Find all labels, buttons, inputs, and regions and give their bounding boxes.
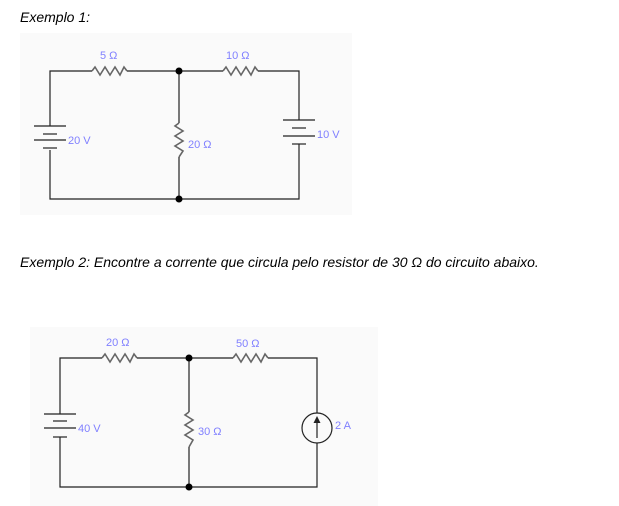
resistor-10-ohm (222, 65, 259, 77)
node-top (175, 67, 183, 75)
resistor-20-ohm (101, 352, 138, 364)
label-r3: 30 Ω (198, 426, 222, 438)
node-bottom (185, 483, 193, 491)
resistor-50-ohm (232, 352, 269, 364)
node-bottom (175, 195, 183, 203)
circuit-1: 5 Ω 10 Ω 20 Ω 20 V 10 V (20, 33, 352, 215)
label-i1: 2 A (335, 420, 352, 432)
battery-20v (34, 125, 66, 149)
circuit-1-wires (49, 70, 300, 200)
label-r1: 5 Ω (100, 50, 117, 62)
label-v1: 40 V (78, 423, 101, 435)
label-r2: 50 Ω (236, 338, 260, 350)
battery-10v (283, 119, 315, 145)
resistor-30-ohm (183, 411, 195, 448)
circuit-2: 20 Ω 50 Ω 30 Ω 40 V 2 A (30, 327, 378, 506)
label-r1: 20 Ω (106, 337, 130, 349)
current-source-icon (301, 412, 333, 444)
resistor-20-ohm (173, 122, 185, 158)
resistor-5-ohm (91, 65, 128, 77)
label-v2: 10 V (317, 129, 340, 141)
node-top (185, 354, 193, 362)
example-1-heading: Exemplo 1: (20, 9, 91, 25)
label-r2: 10 Ω (226, 50, 250, 62)
battery-40v (44, 413, 76, 438)
label-r3: 20 Ω (188, 139, 212, 151)
label-v1: 20 V (68, 135, 91, 147)
example-2-text: Exemplo 2: Encontre a corrente que circu… (20, 254, 539, 270)
